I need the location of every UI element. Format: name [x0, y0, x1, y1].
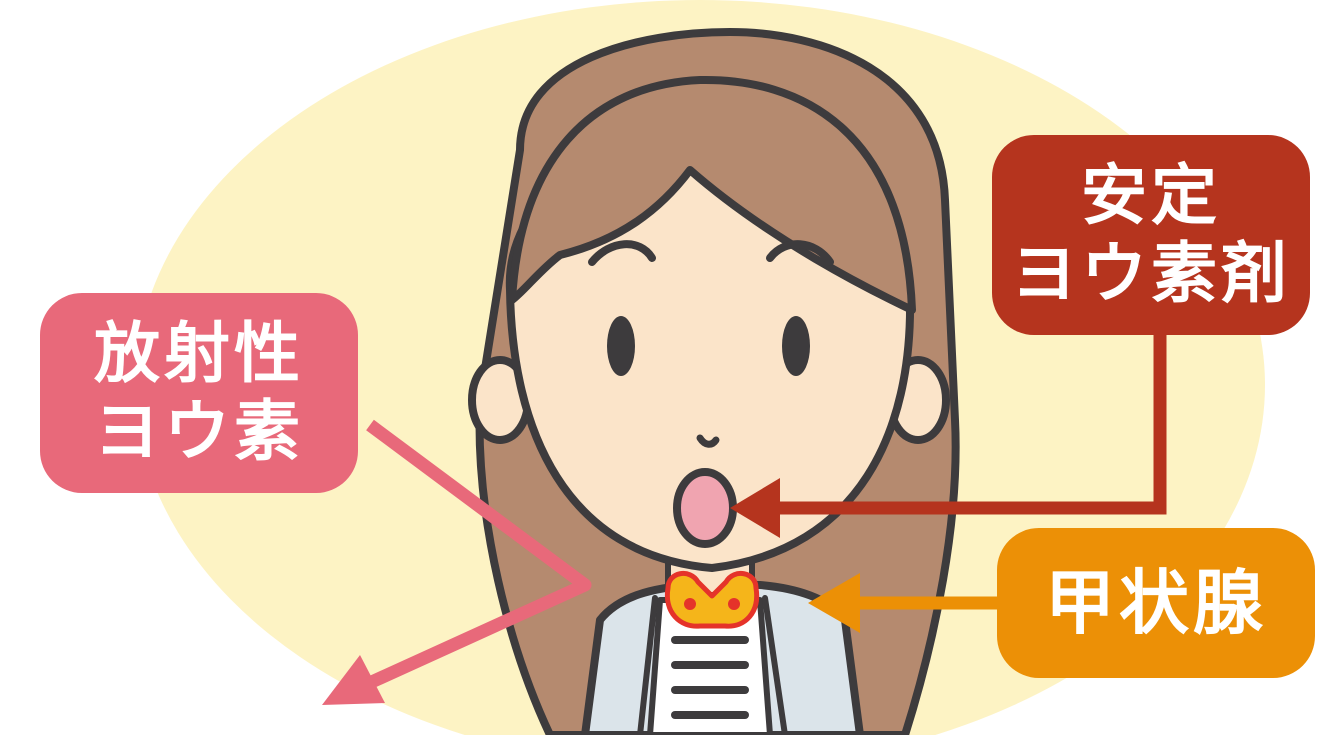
thyroid-label: 甲状腺 — [997, 528, 1315, 678]
stable-iodine-line2: ヨウ素剤 — [1011, 235, 1291, 313]
radioactive-iodine-line2: ヨウ素 — [94, 393, 304, 471]
stable-iodine-line1: 安定 — [1081, 157, 1221, 235]
mouth — [677, 472, 733, 544]
eye-left — [607, 316, 635, 376]
radioactive-iodine-label: 放射性 ヨウ素 — [40, 293, 358, 493]
eye-right — [782, 316, 810, 376]
thyroid-label-text: 甲状腺 — [1045, 562, 1267, 645]
radioactive-iodine-line1: 放射性 — [94, 315, 304, 393]
woman-figure-icon — [472, 32, 956, 735]
thyroid-dot — [684, 598, 696, 610]
stable-iodine-label: 安定 ヨウ素剤 — [992, 135, 1310, 335]
thyroid-dot — [728, 598, 740, 610]
